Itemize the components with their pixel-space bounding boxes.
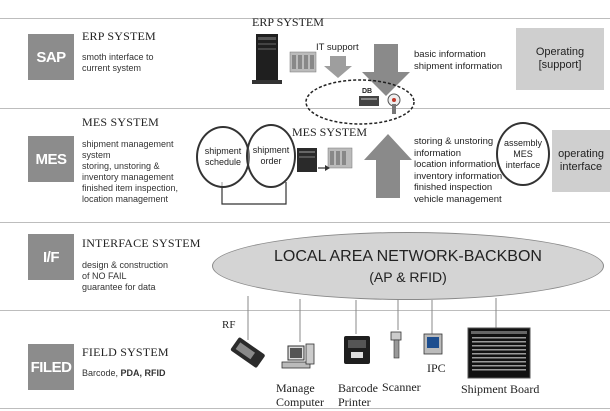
ipc-icon — [423, 333, 443, 355]
erp-info-line: basic information — [414, 49, 486, 60]
layer-tag-mes: MES — [28, 136, 74, 182]
assembly-mes-interface-circle: assembly MES interface — [496, 122, 550, 186]
band-separator-field — [0, 310, 610, 311]
mes-storage-rack-icon — [327, 147, 353, 169]
lan-title: LOCAL AREA NETWORK-BACKBON — [274, 247, 542, 265]
circle-text: shipment — [252, 145, 290, 155]
it-support-label: IT support — [316, 42, 359, 53]
operating-interface-box: operating interface — [552, 130, 610, 192]
mes-system-label: MES SYSTEM — [292, 125, 368, 139]
storage-rack-icon — [289, 51, 317, 73]
mes-info-line: vehicle management — [414, 193, 502, 205]
mes-info-line: inventory information — [414, 170, 503, 182]
circle-text: order — [260, 156, 282, 166]
layer-desc-mes: shipment management system storing, unst… — [82, 139, 178, 205]
band-separator-top — [0, 18, 610, 19]
desc-line: location management — [82, 194, 169, 204]
db-label: DB — [362, 88, 373, 95]
device-label-line: Barcode — [338, 381, 378, 395]
circle-text: interface — [505, 159, 541, 170]
desc-line: design & construction — [82, 260, 169, 270]
db-dashed-ellipse — [305, 79, 415, 125]
scanner-icon — [390, 331, 402, 359]
device-label-line: Computer — [276, 395, 324, 409]
layer-title-erp: ERP SYSTEM — [82, 29, 156, 43]
layer-title-interface: INTERFACE SYSTEM — [82, 236, 201, 250]
desc-line: inventory management — [82, 172, 174, 182]
mes-server-icon — [297, 148, 317, 172]
layer-title-mes: MES SYSTEM — [82, 115, 160, 129]
mes-info-line: storing & unstoring — [414, 136, 494, 147]
it-support-arrow — [324, 56, 352, 78]
desc-line: guarantee for data — [82, 282, 156, 292]
device-label-line: Manage — [276, 381, 315, 395]
db-server-icon — [359, 96, 379, 106]
mes-info-line: information — [414, 147, 461, 159]
field-desc-plain: Barcode, — [82, 368, 121, 378]
shipment-schedule-circle: shipment schedule — [196, 126, 250, 188]
layer-tag-if: I/F — [28, 234, 74, 280]
rf-reader-icon — [230, 337, 265, 368]
access-point-icon — [387, 93, 401, 114]
desc-line: finished item inspection, — [82, 183, 179, 193]
mes-info-text: storing & unstoring information location… — [414, 136, 502, 205]
ipc-label: IPC — [427, 361, 446, 375]
erp-system-label: ERP SYSTEM — [252, 15, 324, 29]
operating-support-line: [support] — [538, 59, 582, 71]
operating-support-box: Operating [support] — [516, 28, 604, 90]
circle-text: MES — [513, 148, 533, 159]
shipment-board-label: Shipment Board — [461, 382, 540, 396]
mes-bracket-line — [221, 182, 287, 205]
desc-line: shipment management — [82, 139, 174, 149]
layer-title-field: FIELD SYSTEM — [82, 345, 169, 359]
barcode-printer-icon — [344, 336, 370, 364]
circle-text: shipment — [204, 146, 242, 156]
band-separator-if — [0, 222, 610, 223]
field-desc-bold: PDA, RFID — [120, 368, 166, 378]
shipment-order-circle: shipment order — [246, 124, 296, 188]
erp-info-line: shipment information — [414, 61, 503, 72]
mes-connector-arrowhead — [325, 165, 330, 171]
server-icon — [252, 34, 282, 84]
rf-label: RF — [222, 319, 236, 331]
operating-support-line: Operating — [535, 46, 585, 58]
layer-tag-field: FILED — [28, 344, 74, 390]
computer-icon — [281, 343, 315, 369]
mes-to-db-arrow — [364, 134, 412, 198]
desc-line: system — [82, 150, 111, 160]
circle-text: schedule — [204, 157, 242, 167]
mes-info-line: location information — [414, 159, 497, 170]
band-separator-mes — [0, 108, 610, 109]
desc-line: smoth interface to — [82, 52, 154, 62]
band-separator-bottom — [0, 408, 610, 409]
erp-info-text: basic information shipment information — [414, 49, 502, 73]
scanner-label: Scanner — [382, 380, 421, 394]
desc-line: current system — [82, 63, 142, 73]
layer-tag-sap: SAP — [28, 34, 74, 80]
erp-to-db-arrow — [362, 44, 410, 96]
layer-desc-erp: smoth interface to current system — [82, 52, 154, 74]
lan-subtitle: (AP & RFID) — [369, 268, 447, 285]
mes-info-line: finished inspection — [414, 182, 493, 193]
device-label-line: Printer — [338, 395, 371, 409]
barcode-printer-label: Barcode Printer — [338, 381, 378, 409]
layer-desc-interface: design & construction of NO FAIL guarant… — [82, 260, 168, 293]
desc-line: of NO FAIL — [82, 271, 127, 281]
lan-backbone-ellipse: LOCAL AREA NETWORK-BACKBON (AP & RFID) — [212, 232, 604, 300]
shipment-board-icon — [467, 327, 531, 379]
manage-computer-label: Manage Computer — [276, 381, 324, 409]
operating-interface-line: operating — [558, 148, 604, 160]
circle-text: assembly — [503, 137, 542, 148]
desc-line: storing, unstoring & — [82, 161, 160, 171]
operating-interface-line: interface — [559, 161, 603, 173]
layer-desc-field: Barcode, PDA, RFID — [82, 368, 166, 379]
